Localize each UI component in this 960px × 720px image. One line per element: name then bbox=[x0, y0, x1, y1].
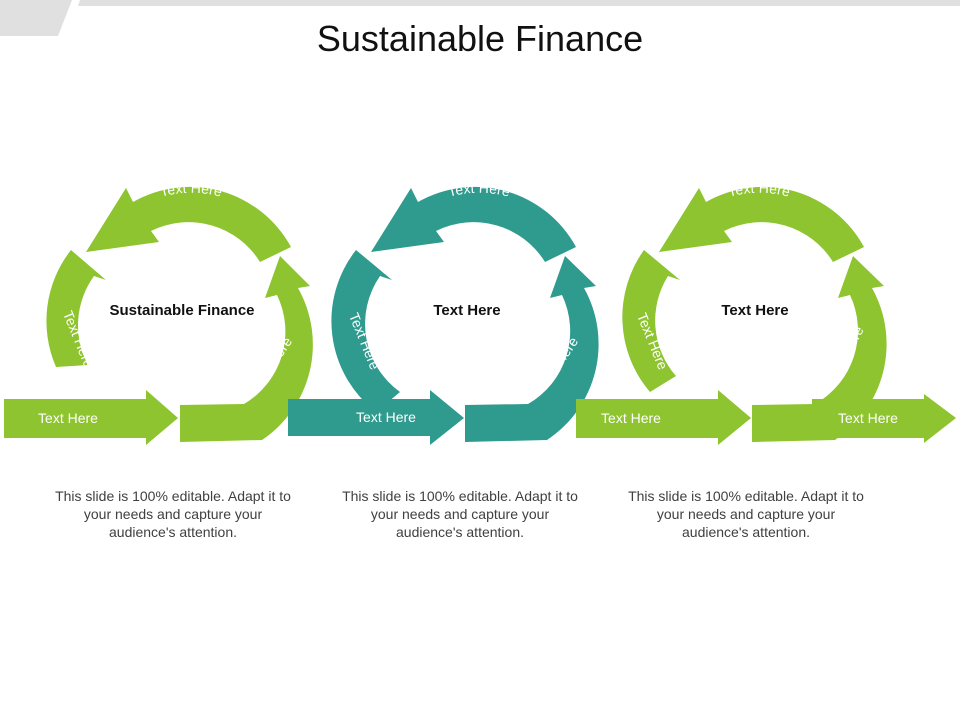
cycle-1-top-arrow bbox=[86, 186, 291, 262]
bottom-arrow-2: Text Here bbox=[288, 390, 464, 445]
bottom-arrow-1-label: Text Here bbox=[38, 410, 98, 426]
bottom-arrow-4-label: Text Here bbox=[838, 410, 898, 426]
cycle-1-left-arrow bbox=[46, 250, 106, 367]
bottom-arrow-3-label: Text Here bbox=[601, 410, 661, 426]
cycle-1-right-arrow bbox=[180, 256, 313, 442]
cycle-3-center-label: Text Here bbox=[721, 302, 788, 319]
cycle-3-description: This slide is 100% editable. Adapt it to… bbox=[628, 488, 864, 540]
bottom-arrow-1: Text Here bbox=[4, 390, 178, 445]
cycle-2-left-arrow bbox=[331, 250, 400, 412]
bottom-arrow-4: Text Here bbox=[812, 394, 956, 443]
cycle-1-center-label: Sustainable Finance bbox=[109, 302, 254, 319]
page-title: Sustainable Finance bbox=[316, 18, 644, 59]
cycle-2-description: This slide is 100% editable. Adapt it to… bbox=[342, 488, 578, 540]
top-decorative-bar bbox=[0, 0, 960, 36]
cycle-1-description: This slide is 100% editable. Adapt it to… bbox=[55, 488, 291, 540]
cycle-3-left-arrow bbox=[622, 250, 680, 392]
bottom-arrow-2-label: Text Here bbox=[356, 409, 416, 425]
cycle-2-center-label: Text Here bbox=[433, 302, 500, 319]
bottom-arrow-3: Text Here bbox=[576, 390, 751, 445]
cycle-2-top-arrow bbox=[371, 186, 576, 262]
cycle-2-right-arrow bbox=[465, 256, 599, 442]
cycle-3-top-arrow bbox=[659, 186, 864, 262]
cycle-3-right-arrow bbox=[752, 256, 887, 442]
